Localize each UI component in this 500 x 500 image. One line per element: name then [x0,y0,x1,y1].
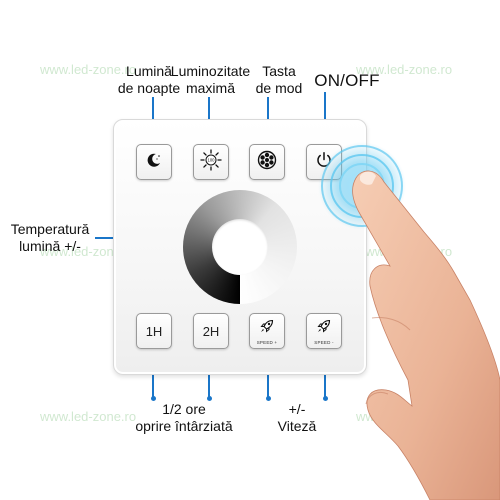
timer-2h-button[interactable]: 2H [193,313,229,349]
timer-1h-button[interactable]: 1H [136,313,172,349]
rocket-icon [259,318,275,339]
speed-minus-button[interactable]: SPEED - [306,313,342,349]
ring-center [212,219,268,275]
connector-line [324,358,326,398]
connector-dot [206,396,212,401]
connector-line [208,358,210,398]
timer-1h-label: 1H [145,323,163,339]
connector-line [324,92,326,134]
watermark: www.led-zone.ro [356,62,453,77]
connector-line [208,97,210,134]
watermark: www.led-zone.ro [40,62,137,77]
speed-plus-button[interactable]: SPEED + [249,313,285,349]
watermark: www.led-zone.ro [40,409,137,424]
flower-icon [257,150,277,175]
rocket-icon [316,318,332,339]
speed-minus-caption: SPEED - [314,339,334,345]
connector-dot [150,396,156,401]
speed-plus-caption: SPEED + [256,339,278,345]
night-light-button[interactable] [136,144,172,180]
hand-illustration [318,142,500,500]
label-speed: +/-Viteză [277,401,317,434]
connector-dot [265,396,271,401]
timer-2h-label: 2H [202,323,220,339]
sun-icon: 100 [200,148,222,176]
connector-line [267,358,269,398]
watermark: www.led-zone.ro [40,244,137,259]
brightness-caption: 100 [208,157,216,162]
max-brightness-button[interactable]: 100 [193,144,229,180]
mode-button[interactable] [249,144,285,180]
label-on-off: ON/OFF [314,71,380,90]
connector-line [152,97,154,134]
color-temperature-ring[interactable] [183,190,297,304]
connector-line [267,97,269,134]
connector-line [152,358,154,398]
connector-dot [322,396,328,401]
moon-icon [145,151,163,174]
